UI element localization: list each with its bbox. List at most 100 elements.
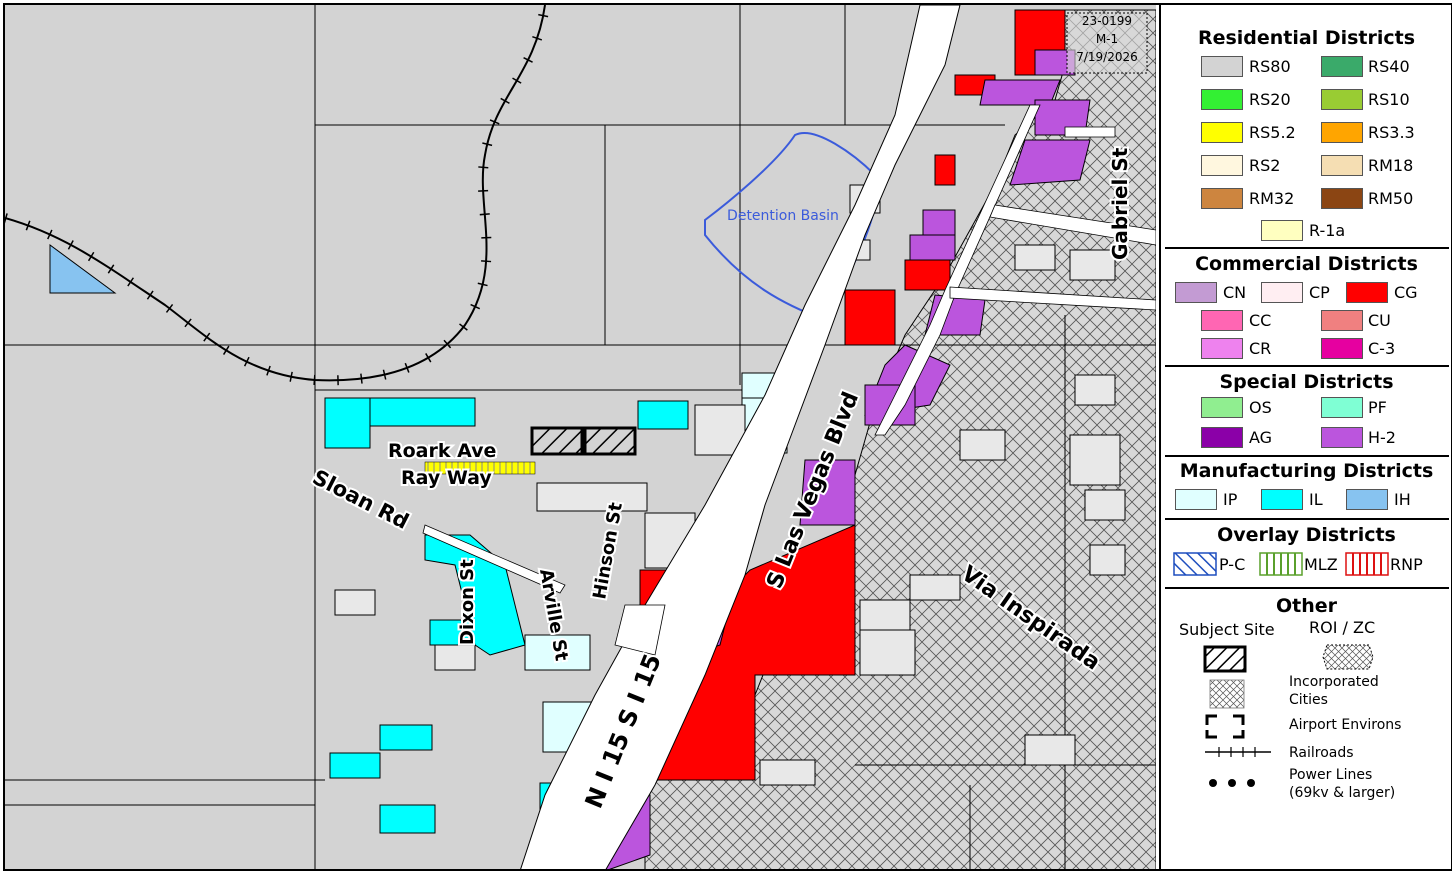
subject-site-icon bbox=[1203, 645, 1247, 673]
label-cp: CP bbox=[1309, 283, 1330, 302]
swatch-ag bbox=[1201, 427, 1243, 448]
legend-divider bbox=[1165, 365, 1449, 367]
legend-divider bbox=[1165, 587, 1449, 589]
street-label-hinson: Hinson St bbox=[589, 501, 627, 601]
legend-manufacturing-title: Manufacturing Districts bbox=[1179, 460, 1434, 482]
swatch-pf bbox=[1321, 397, 1363, 418]
airport-environs-icon bbox=[1205, 714, 1245, 739]
swatch-cu bbox=[1321, 310, 1363, 331]
label-incorporated-line2: Cities bbox=[1289, 692, 1328, 708]
label-cg: CG bbox=[1394, 283, 1418, 302]
swatch-rm18 bbox=[1321, 155, 1363, 176]
legend-special-title: Special Districts bbox=[1219, 371, 1394, 393]
swatch-rs40 bbox=[1321, 56, 1363, 77]
swatch-mlz bbox=[1259, 552, 1303, 576]
svg-text:M-1: M-1 bbox=[1096, 32, 1118, 46]
roi-zc-icon bbox=[1322, 644, 1374, 670]
parcel-ih bbox=[49, 244, 117, 294]
label-os: OS bbox=[1249, 398, 1272, 417]
label-cu: CU bbox=[1368, 311, 1391, 330]
label-rnp: RNP bbox=[1390, 555, 1423, 574]
label-cn: CN bbox=[1223, 283, 1247, 302]
map-canvas: 23-0199 M-1 7/19/2026 Detention Basin Ro… bbox=[5, 5, 1156, 871]
swatch-il bbox=[1261, 489, 1303, 510]
label-subject-site: Subject Site bbox=[1179, 620, 1275, 639]
power-lines-icon bbox=[1209, 779, 1255, 787]
label-cc: CC bbox=[1249, 311, 1272, 330]
swatch-ih bbox=[1346, 489, 1388, 510]
legend-commercial-title: Commercial Districts bbox=[1195, 253, 1418, 275]
label-rs20: RS20 bbox=[1249, 90, 1291, 109]
swatch-rs80 bbox=[1201, 56, 1243, 77]
label-incorporated: Incorporated Cities bbox=[1289, 673, 1379, 709]
svg-text:7/19/2026: 7/19/2026 bbox=[1076, 50, 1138, 64]
swatch-c3 bbox=[1321, 338, 1363, 359]
street-label-sloan: Sloan Rd bbox=[309, 465, 413, 534]
label-incorporated-line1: Incorporated bbox=[1289, 674, 1379, 690]
swatch-rm32 bbox=[1201, 188, 1243, 209]
parcels-white bbox=[334, 184, 1126, 786]
swatch-rs10 bbox=[1321, 89, 1363, 110]
street-label-dixon: Dixon St bbox=[457, 559, 478, 645]
label-rs80: RS80 bbox=[1249, 57, 1291, 76]
label-rs52: RS5.2 bbox=[1249, 123, 1296, 142]
swatch-h2 bbox=[1321, 427, 1363, 448]
legend-other-title: Other bbox=[1275, 595, 1338, 617]
swatch-rs33 bbox=[1321, 122, 1363, 143]
label-r1a: R-1a bbox=[1309, 221, 1346, 240]
label-rs33: RS3.3 bbox=[1368, 123, 1415, 142]
legend-overlay-title: Overlay Districts bbox=[1217, 524, 1396, 546]
label-rm18: RM18 bbox=[1368, 156, 1414, 175]
parcel-rs52 bbox=[424, 461, 536, 475]
railroad bbox=[5, 5, 550, 386]
subject-site[interactable] bbox=[530, 426, 637, 456]
label-rm50: RM50 bbox=[1368, 189, 1414, 208]
swatch-rs20 bbox=[1201, 89, 1243, 110]
incorporated-cities-icon bbox=[1209, 679, 1245, 709]
zoning-map[interactable]: 23-0199 M-1 7/19/2026 Detention Basin Ro… bbox=[5, 5, 1156, 871]
label-rs2: RS2 bbox=[1249, 156, 1281, 175]
label-pc: P-C bbox=[1219, 555, 1246, 574]
label-railroads: Railroads bbox=[1289, 745, 1354, 761]
label-mlz: MLZ bbox=[1304, 555, 1338, 574]
label-detention-basin: Detention Basin bbox=[727, 208, 839, 224]
swatch-pc bbox=[1173, 552, 1217, 576]
freeway-i15 bbox=[519, 5, 961, 871]
svg-text:23-0199: 23-0199 bbox=[1082, 14, 1132, 28]
label-airport-environs: Airport Environs bbox=[1289, 717, 1402, 733]
swatch-os bbox=[1201, 397, 1243, 418]
street-label-gabriel: Gabriel St bbox=[1108, 147, 1132, 260]
swatch-cr bbox=[1201, 338, 1243, 359]
roi-stamp: 23-0199 M-1 7/19/2026 bbox=[1066, 12, 1148, 74]
street-label-roark: Roark Ave bbox=[388, 440, 496, 462]
side-roads bbox=[422, 126, 1156, 656]
swatch-cc bbox=[1201, 310, 1243, 331]
street-label-ray: Ray Way bbox=[401, 467, 492, 489]
swatch-rm50 bbox=[1321, 188, 1363, 209]
swatch-rs52 bbox=[1201, 122, 1243, 143]
label-h2: H-2 bbox=[1368, 428, 1396, 447]
swatch-rs2 bbox=[1201, 155, 1243, 176]
label-rs10: RS10 bbox=[1368, 90, 1410, 109]
legend-divider bbox=[1165, 518, 1449, 520]
label-c3: C-3 bbox=[1368, 339, 1396, 358]
label-ag: AG bbox=[1249, 428, 1273, 447]
label-roi-zc: ROI / ZC bbox=[1309, 618, 1376, 637]
label-pf: PF bbox=[1368, 398, 1387, 417]
legend-divider bbox=[1165, 247, 1449, 249]
parcel-lines bbox=[5, 5, 1156, 871]
label-il: IL bbox=[1309, 490, 1323, 509]
railroad-icon bbox=[1205, 747, 1271, 757]
swatch-ip bbox=[1175, 489, 1217, 510]
swatch-r1a bbox=[1261, 220, 1303, 241]
label-power-line2: (69kv & larger) bbox=[1289, 785, 1396, 801]
swatch-rnp bbox=[1345, 552, 1389, 576]
legend-panel: Residential Districts RS80 RS40 RS20 RS1… bbox=[1159, 5, 1452, 869]
legend-divider bbox=[1165, 455, 1449, 457]
swatch-cg bbox=[1346, 282, 1388, 303]
swatch-cp bbox=[1261, 282, 1303, 303]
swatch-cn bbox=[1175, 282, 1217, 303]
label-ip: IP bbox=[1223, 490, 1238, 509]
label-rm32: RM32 bbox=[1249, 189, 1295, 208]
